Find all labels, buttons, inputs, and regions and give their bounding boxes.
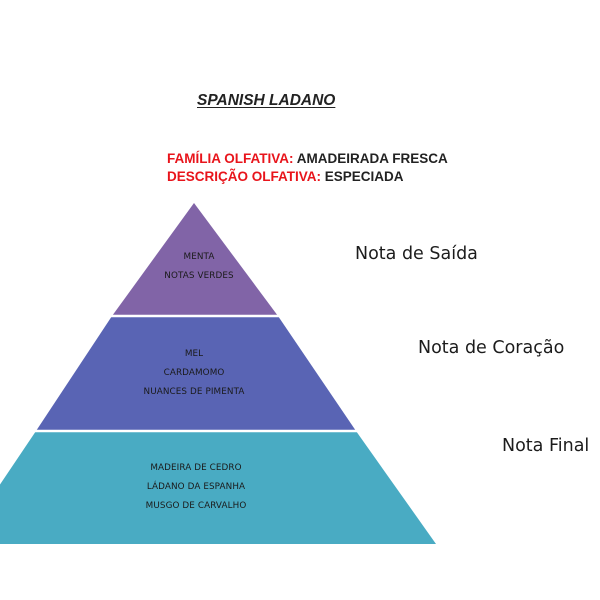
ingredient: NUANCES DE PIMENTA [143, 387, 245, 397]
heart-notes-list: MEL CARDAMOMO NUANCES DE PIMENTA [94, 345, 294, 402]
ingredient: MUSGO DE CARVALHO [145, 501, 247, 511]
olfactory-description: DESCRIÇÃO OLFATIVA: ESPECIADA [167, 169, 404, 184]
base-note-label: Nota Final [502, 436, 590, 456]
top-notes-list: MENTA NOTAS VERDES [124, 248, 274, 286]
olfactory-description-value: ESPECIADA [324, 169, 404, 184]
top-note-label: Nota de Saída [355, 244, 478, 264]
base-notes-list: MADEIRA DE CEDRO LÁDANO DA ESPANHA MUSGO… [96, 459, 296, 516]
ingredient: MENTA [183, 252, 215, 262]
heart-note-label: Nota de Coração [418, 338, 565, 358]
ingredient: LÁDANO DA ESPANHA [146, 482, 246, 492]
perfume-title: SPANISH LADANO [197, 92, 336, 109]
olfactory-family-value: AMADEIRADA FRESCA [296, 151, 448, 166]
pyramid-tier-bottom [0, 431, 436, 544]
olfactory-description-label: DESCRIÇÃO OLFATIVA: [167, 169, 321, 184]
olfactory-family-label: FAMÍLIA OLFATIVA: [167, 151, 294, 166]
pyramid-tier-top [112, 203, 278, 316]
ingredient: MADEIRA DE CEDRO [150, 463, 242, 473]
ingredient: NOTAS VERDES [164, 271, 234, 281]
pyramid-tier-middle [36, 316, 356, 431]
olfactory-family: FAMÍLIA OLFATIVA: AMADEIRADA FRESCA [167, 151, 448, 166]
ingredient: CARDAMOMO [163, 368, 225, 378]
ingredient: MEL [184, 349, 204, 359]
